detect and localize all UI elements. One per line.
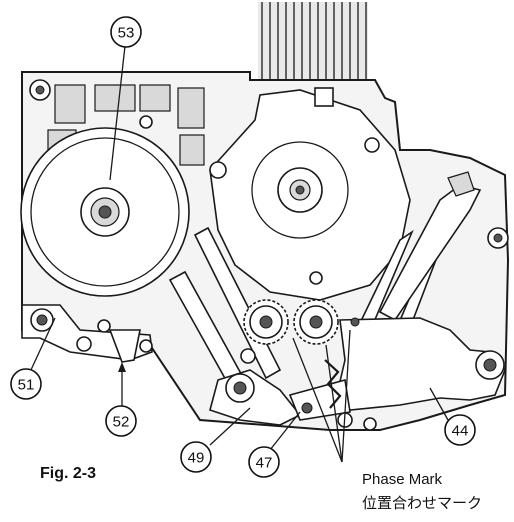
phase-mark-label: Phase Mark xyxy=(362,471,443,488)
svg-text:52: 52 xyxy=(113,414,130,431)
lever-44 xyxy=(337,227,509,411)
callout-49: 49 xyxy=(180,441,212,473)
svg-text:53: 53 xyxy=(118,25,135,42)
callout-53: 53 xyxy=(110,16,142,48)
svg-text:47: 47 xyxy=(256,455,273,472)
gear-right xyxy=(293,299,339,345)
figure-label: Fig. 2-3 xyxy=(40,465,96,482)
leader-lines xyxy=(29,45,449,463)
svg-text:44: 44 xyxy=(452,423,469,440)
ribbon-cable xyxy=(258,2,368,101)
callout-47: 47 xyxy=(248,446,280,478)
svg-text:49: 49 xyxy=(188,450,205,467)
callout-44: 44 xyxy=(444,414,476,446)
svg-text:51: 51 xyxy=(18,377,35,394)
large-reel xyxy=(20,127,190,297)
callout-51: 51 xyxy=(10,368,42,400)
phase-mark-label-jp: 位置合わせマーク xyxy=(362,495,482,512)
center-drum xyxy=(209,87,411,301)
gear-left xyxy=(243,299,289,345)
bottom-linkage xyxy=(209,348,377,431)
callout-52: 52 xyxy=(105,405,137,437)
